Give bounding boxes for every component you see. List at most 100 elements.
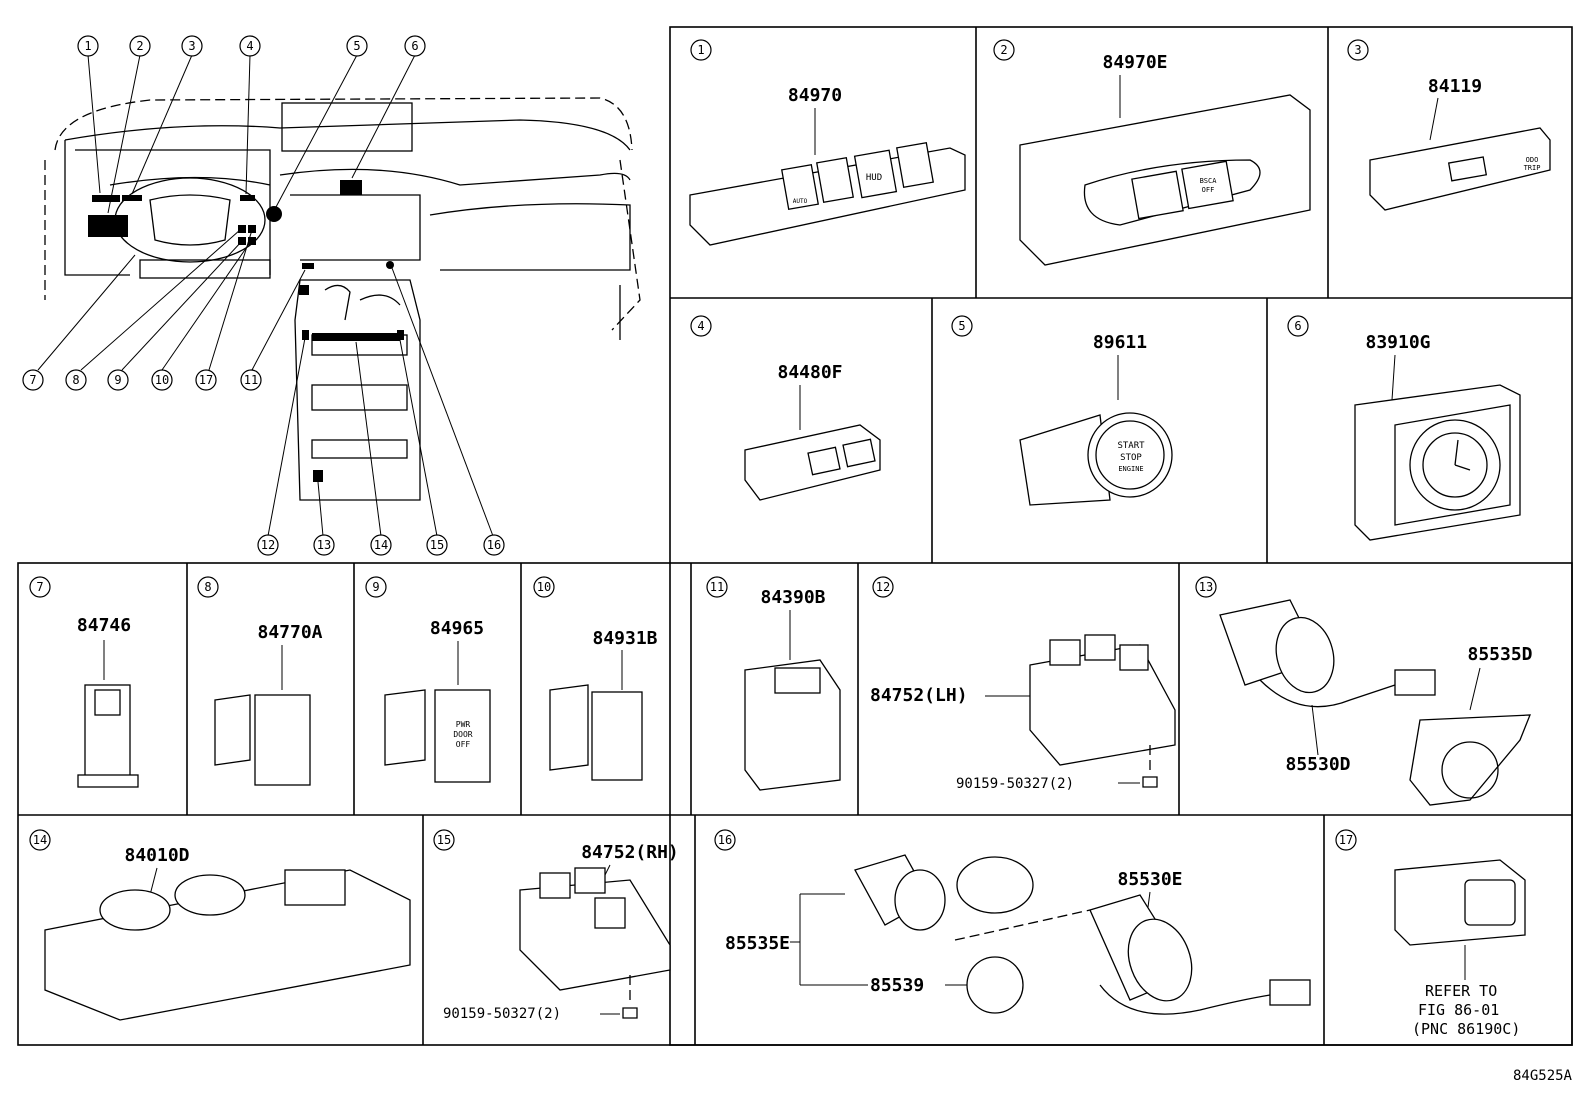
panel-6: 6 83910G	[1287, 315, 1521, 541]
callout-label: 9	[114, 373, 121, 387]
part-number: 85535D	[1467, 644, 1532, 665]
start-stop-button	[1087, 412, 1173, 498]
panel-index: 12	[876, 580, 890, 594]
refer-note-line-1: REFER TO	[1425, 982, 1497, 1000]
connector-plug	[1269, 979, 1311, 1006]
callout-label: 12	[261, 538, 275, 552]
callout-7: 7	[22, 369, 44, 391]
callout-label: 7	[29, 373, 36, 387]
callout-17: 17	[195, 369, 217, 391]
refer-note-line-2: FIG 86-01	[1418, 1001, 1499, 1019]
refer-note-line-3: (PNC 86190C)	[1412, 1020, 1520, 1038]
panel-14: 14 84010D	[29, 829, 411, 1021]
callout-label: 5	[353, 39, 360, 53]
panel-index: 3	[1354, 43, 1361, 57]
callout-4: 4	[239, 35, 261, 57]
callout-label: 2	[136, 39, 143, 53]
fastener-number: 90159-50327(2)	[443, 1006, 561, 1022]
callout-1: 1	[77, 35, 99, 57]
engine-label: ENGINE	[1118, 465, 1143, 473]
callout-6: 6	[404, 35, 426, 57]
part-number: 84970E	[1102, 52, 1167, 73]
panel-index: 14	[33, 833, 47, 847]
fastener-number: 90159-50327(2)	[956, 776, 1074, 792]
callout-8: 8	[65, 369, 87, 391]
part-number: 84931B	[592, 628, 657, 649]
panel-3: 3 84119 ODO TRIP	[1347, 39, 1551, 211]
callout-3: 3	[181, 35, 203, 57]
callout-2: 2	[129, 35, 151, 57]
callout-label: 17	[199, 373, 213, 387]
part-number: 84390B	[760, 587, 825, 608]
callout-16: 16	[483, 534, 505, 556]
panel-9: 9 84965 PWR DOOR OFF	[365, 576, 491, 783]
panel-index: 1	[697, 43, 704, 57]
panel-16: 16 85530E 85535E 85539	[714, 829, 1311, 1015]
part-number: 84752(LH)	[870, 685, 968, 706]
pwr-label: PWR	[456, 720, 471, 729]
callout-label: 4	[246, 39, 253, 53]
pwr-door-off-switch	[434, 689, 491, 783]
part-number: 89611	[1093, 332, 1147, 353]
part-number-2: 85535E	[725, 933, 790, 954]
outlet-cap	[956, 856, 1034, 914]
callout-13: 13	[313, 534, 335, 556]
switch-84931B	[591, 691, 643, 781]
panel-index: 17	[1339, 833, 1353, 847]
trip-label: TRIP	[1524, 164, 1541, 172]
auto-label: AUTO	[793, 198, 808, 205]
panel-index: 13	[1199, 580, 1213, 594]
panel-grid	[17, 26, 1573, 1046]
button-block	[284, 869, 346, 906]
cap-disk-85539	[966, 956, 1024, 1014]
switch-84746	[84, 684, 131, 781]
panel-index: 9	[372, 580, 379, 594]
panel-index: 6	[1294, 319, 1301, 333]
callout-12: 12	[257, 534, 279, 556]
panel-11: 11 84390B	[706, 576, 841, 791]
part-number: 84119	[1428, 76, 1482, 97]
panel-index: 5	[958, 319, 965, 333]
hud-label: HUD	[866, 173, 882, 183]
callout-15: 15	[426, 534, 448, 556]
switch-84390B	[744, 659, 841, 791]
callout-label: 14	[374, 538, 388, 552]
part-number-2: 85530D	[1285, 754, 1350, 775]
stop-label: STOP	[1120, 453, 1142, 463]
part-number: 84480F	[777, 362, 842, 383]
panel-5: 5 89611 START STOP ENGINE	[951, 315, 1173, 506]
screw-icon	[622, 1007, 638, 1019]
part-number: 84770A	[257, 622, 322, 643]
callout-label: 10	[155, 373, 169, 387]
screw-icon	[1142, 776, 1158, 788]
knob-left	[99, 889, 171, 931]
panel-1: 1 84970 HUD AUTO	[689, 39, 966, 246]
callout-10: 10	[151, 369, 173, 391]
callout-label: 6	[411, 39, 418, 53]
off-label: OFF	[456, 740, 471, 749]
part-number: 84010D	[124, 845, 189, 866]
panel-index: 16	[718, 833, 732, 847]
part-number: 84970	[788, 85, 842, 106]
callout-11: 11	[240, 369, 262, 391]
diagram-code: 84G525A	[1513, 1068, 1573, 1084]
climate-control-panel	[44, 869, 411, 1021]
panel-2: 2 84970E BSCA OFF	[993, 39, 1311, 266]
panel-index: 15	[437, 833, 451, 847]
callout-label: 16	[487, 538, 501, 552]
panel-index: 11	[710, 580, 724, 594]
callout-label: 3	[188, 39, 195, 53]
part-number: 84752(RH)	[581, 842, 679, 863]
start-button-body	[1019, 414, 1111, 506]
panel-12: 12 84752(LH) 90159-50327(2)	[870, 576, 1176, 792]
callout-5: 5	[346, 35, 368, 57]
panel-10: 10 84931B	[533, 576, 658, 781]
part-number: 84746	[77, 615, 131, 636]
panel-15: 15 84752(RH) 90159-50327(2)	[433, 829, 679, 1022]
start-label: START	[1117, 441, 1145, 451]
callout-label: 8	[72, 373, 79, 387]
knob-right	[174, 874, 246, 916]
panel-13: 13 85535D 85530D	[1195, 576, 1533, 806]
